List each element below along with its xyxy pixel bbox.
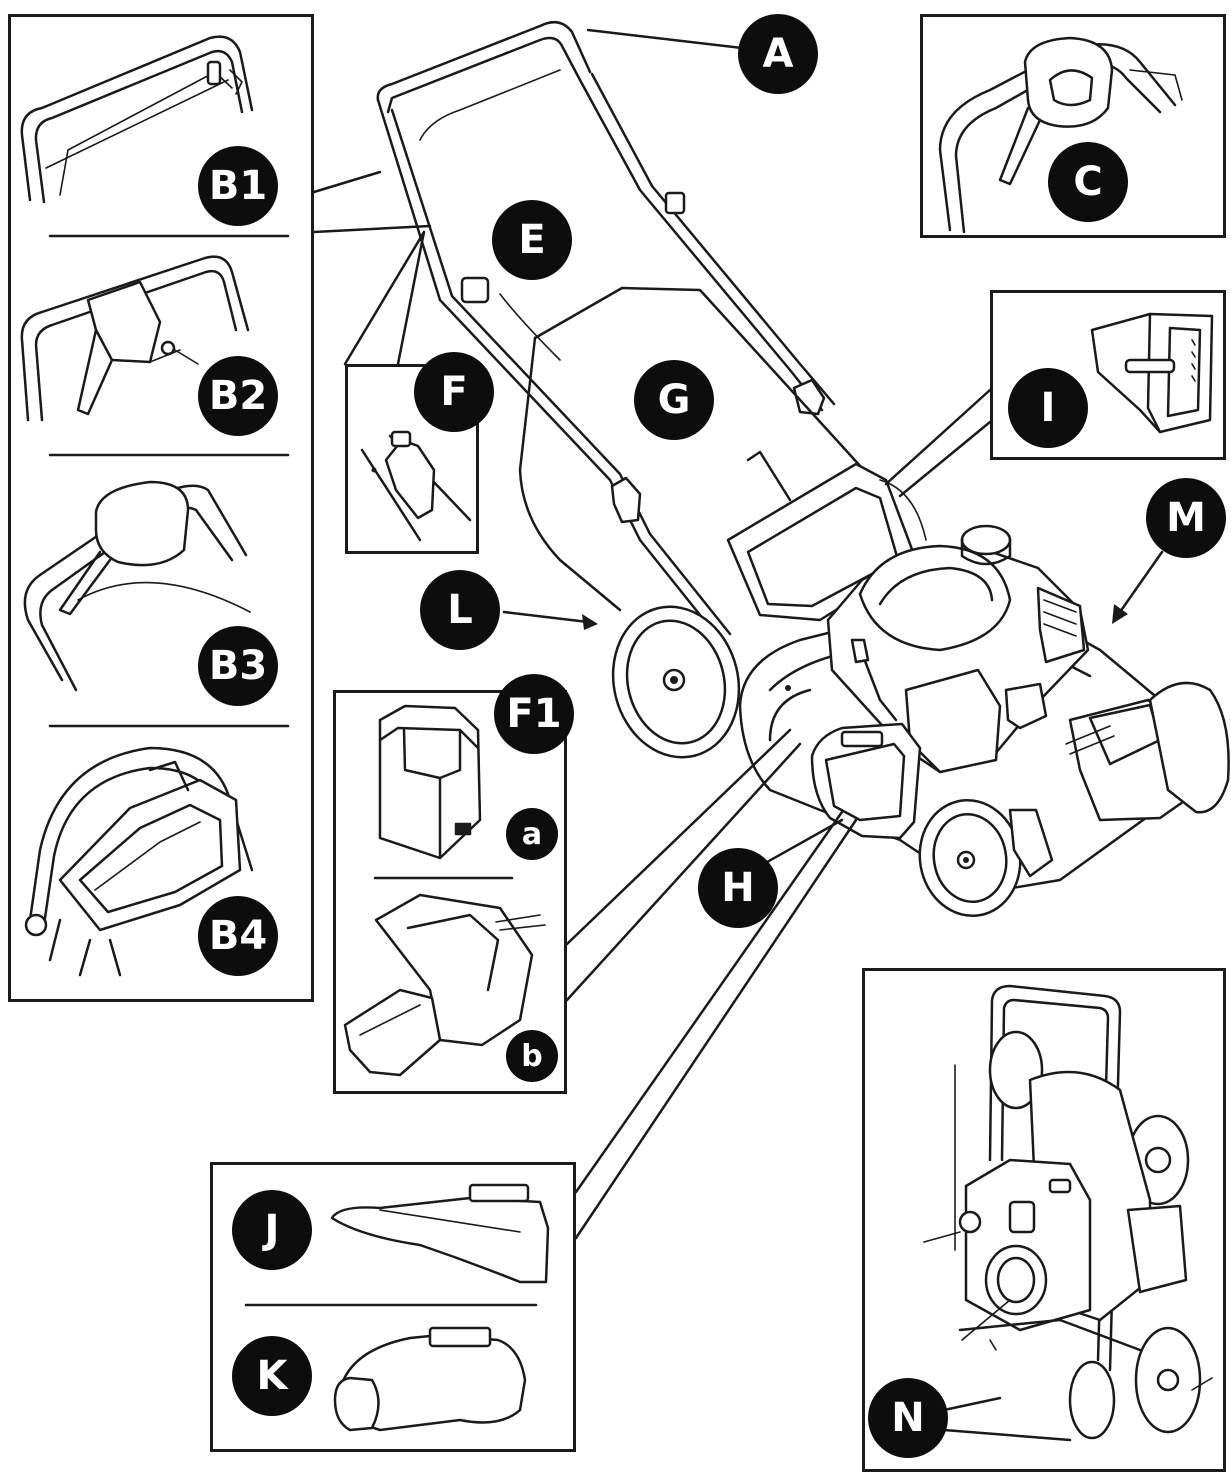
handle-b2-drawing [20, 255, 250, 422]
k-mulch-plug-drawing [333, 1326, 527, 1432]
f-fuel-cap-drawing [360, 430, 472, 542]
label-k: K [232, 1336, 312, 1416]
label-n: N [868, 1378, 948, 1458]
label-b-small: b [506, 1030, 558, 1082]
label-b1: B1 [198, 146, 278, 226]
label-b4: B4 [198, 896, 278, 976]
n-front-view-drawing [923, 984, 1213, 1440]
label-j: J [232, 1190, 312, 1270]
f1-part-b-drawing [343, 893, 546, 1077]
label-a: A [738, 14, 818, 94]
label-c: C [1048, 142, 1128, 222]
j-side-chute-drawing [330, 1183, 550, 1284]
label-m: M [1146, 478, 1226, 558]
handle-b3-drawing [23, 480, 251, 692]
f1-part-a-drawing [378, 704, 482, 860]
label-e: E [492, 200, 572, 280]
handle-b4-drawing [24, 746, 254, 977]
label-a-small: a [506, 808, 558, 860]
control-bar-c-drawing [938, 36, 1183, 234]
label-b3: B3 [198, 626, 278, 706]
handle-b1-drawing [20, 35, 254, 204]
label-f1: F1 [494, 674, 574, 754]
label-f: F [414, 352, 494, 432]
label-g: G [634, 360, 714, 440]
label-l: L [420, 570, 500, 650]
label-h: H [698, 848, 778, 928]
leader-lines [312, 28, 1164, 1442]
i-cover-drawing [1090, 312, 1214, 434]
label-b2: B2 [198, 356, 278, 436]
label-i: I [1008, 368, 1088, 448]
mower-main-drawing [376, 20, 1230, 918]
